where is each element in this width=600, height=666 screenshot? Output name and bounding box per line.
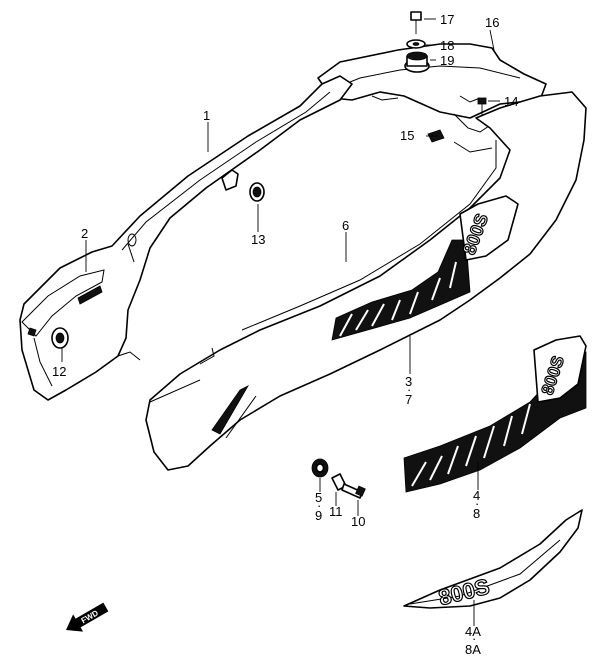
- callout-11: 11: [329, 504, 343, 519]
- callout-13: 13: [251, 232, 265, 247]
- callout-12: 12: [52, 364, 66, 379]
- frame-clip: [221, 169, 239, 191]
- rear-frame-support: [317, 43, 547, 133]
- callout-18: 18: [440, 38, 454, 53]
- fwd-arrow-icon: FWD: [66, 602, 109, 632]
- decal-800s-badge: 800S: [403, 509, 583, 611]
- leader-lines: [61, 18, 500, 626]
- callout-3: 3: [405, 374, 412, 389]
- tail-cover-main: [145, 91, 587, 471]
- callout-5-dot: ·: [317, 498, 321, 513]
- callout-2: 2: [81, 226, 88, 241]
- callout-4a-dot: ·: [472, 631, 476, 646]
- bolt-17: [410, 11, 422, 34]
- frame-cover-left: [19, 75, 353, 401]
- callout-9: 9: [315, 508, 322, 523]
- callout-7: 7: [405, 392, 412, 407]
- cushion-19: [404, 51, 430, 73]
- decal-800s-text: 800S: [436, 574, 492, 611]
- callout-6: 6: [342, 218, 349, 233]
- callout-4: 4: [473, 488, 480, 503]
- callout-10: 10: [351, 514, 365, 529]
- callout-8a: 8A: [465, 642, 481, 657]
- callout-labels: 1 2 12 13 6 3 · 7 4 · 8 4A · 8A 5 · 9 11…: [52, 12, 518, 657]
- callout-8: 8: [473, 506, 480, 521]
- callout-5: 5: [315, 490, 322, 505]
- callout-4a: 4A: [465, 624, 481, 639]
- washer-18: [406, 39, 426, 49]
- bolt-10: [341, 483, 366, 499]
- callout-1: 1: [203, 108, 210, 123]
- callout-16: 16: [485, 15, 499, 30]
- callout-3-dot: ·: [407, 382, 411, 397]
- callout-4-dot: ·: [475, 496, 479, 511]
- grommet-13: [249, 182, 265, 202]
- cushion-5: [311, 458, 329, 478]
- grommet-12: [51, 327, 69, 349]
- decal-stripe-loose: 800S: [403, 335, 587, 493]
- decal-stripe-on-cover: 800S: [331, 195, 519, 341]
- callout-19: 19: [440, 53, 454, 68]
- callout-15: 15: [400, 128, 414, 143]
- callout-17: 17: [440, 12, 454, 27]
- side-cover-left: [21, 269, 105, 387]
- callout-14: 14: [504, 94, 518, 109]
- screw-14: [477, 97, 487, 116]
